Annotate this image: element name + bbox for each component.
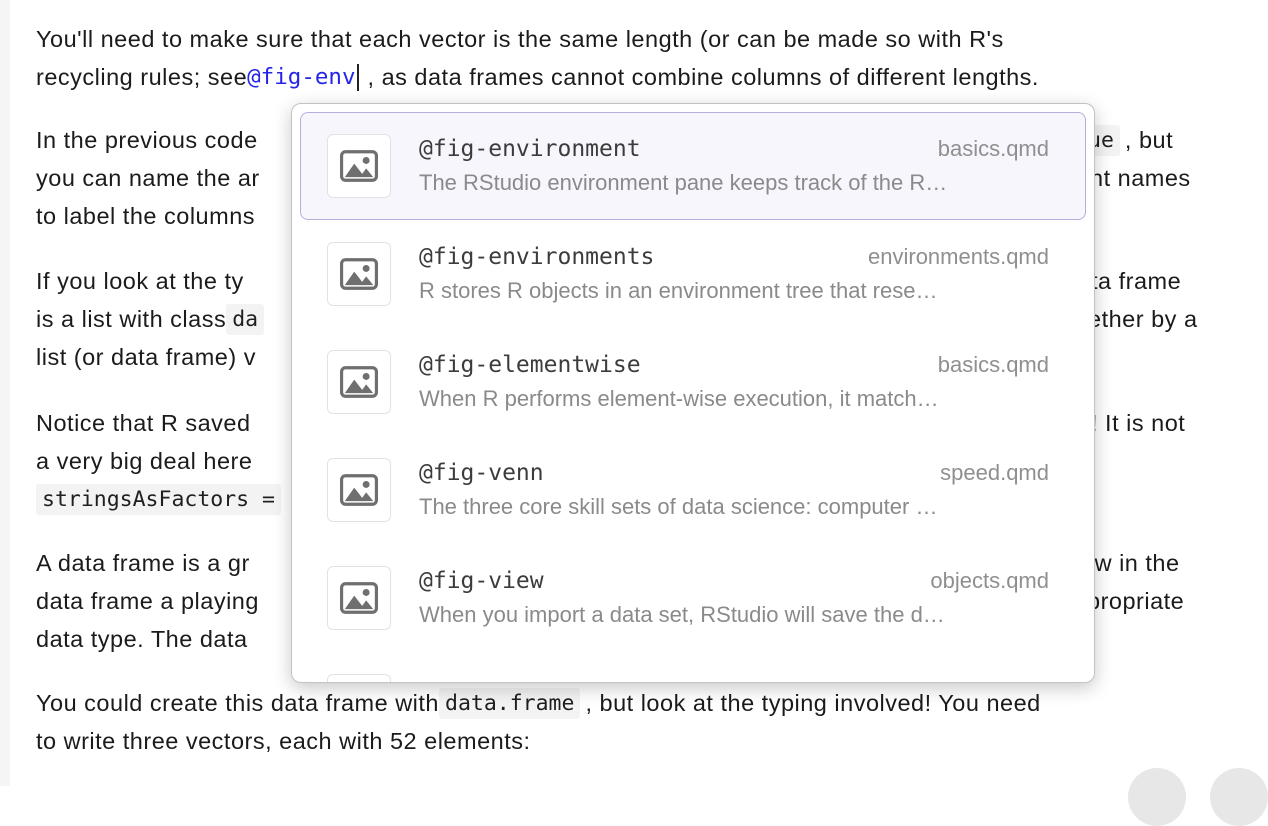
- image-icon: [327, 242, 391, 306]
- source-file-name: basics.qmd: [937, 136, 1049, 161]
- doc-line: data frame a playing: [36, 587, 259, 614]
- doc-text: , as data frames cannot combine columns …: [367, 63, 1039, 90]
- inline-code: data.frame: [439, 687, 581, 719]
- doc-line: is a list with class da: [36, 302, 265, 336]
- image-icon: [327, 350, 391, 414]
- doc-line: to write three vectors, each with 52 ele…: [36, 727, 531, 754]
- crossref-caption: The RStudio environment pane keeps track…: [419, 170, 948, 195]
- doc-line: to label the columns: [36, 202, 256, 229]
- crossref-caption: When you import a data set, RStudio will…: [419, 602, 945, 627]
- source-file-name: speed.qmd: [940, 460, 1049, 485]
- doc-line: a very big deal here: [36, 447, 253, 474]
- editor-left-gutter: [0, 0, 10, 786]
- source-file-name: basics.qmd: [937, 352, 1049, 377]
- doc-fragment: ue, but: [1082, 123, 1173, 157]
- crossref-token: @fig-env: [247, 64, 356, 90]
- autocomplete-item-main: @fig-environments environments.qmd R store…: [419, 244, 1049, 304]
- doc-line: You could create this data frame with da…: [36, 686, 1041, 720]
- doc-line: you can name the ar: [36, 164, 260, 191]
- doc-line: stringsAsFactors =: [36, 482, 281, 516]
- doc-text: You could create this data frame with: [36, 689, 439, 716]
- crossref-label: @fig-environment: [419, 136, 641, 162]
- fab-button-left[interactable]: [1128, 768, 1186, 826]
- crossref-label: @fig-elementwise: [419, 352, 641, 378]
- doc-line: Notice that R saved: [36, 409, 251, 436]
- image-icon: [327, 674, 391, 682]
- doc-fragment: ta frame: [1091, 267, 1182, 294]
- doc-line: recycling rules; see @fig-env , as data f…: [36, 60, 1039, 94]
- doc-text: , but look at the typing involved! You n…: [585, 689, 1041, 716]
- doc-fragment: ow in the: [1081, 549, 1180, 576]
- doc-fragment: ether by a: [1088, 305, 1198, 332]
- doc-text: is a list with class: [36, 305, 227, 332]
- autocomplete-item[interactable]: [300, 652, 1086, 682]
- crossref-caption: R stores R objects in an environment tre…: [419, 278, 938, 303]
- doc-line: A data frame is a gr: [36, 549, 250, 576]
- crossref-caption: When R performs element-wise execution, …: [419, 386, 939, 411]
- source-file-name: environments.qmd: [868, 244, 1049, 269]
- crossref-label: @fig-venn: [419, 460, 544, 486]
- doc-line: data type. The data: [36, 625, 248, 652]
- inline-code: stringsAsFactors =: [36, 483, 281, 515]
- doc-line: You'll need to make sure that each vecto…: [36, 25, 1004, 52]
- crossref-label: @fig-view: [419, 568, 544, 594]
- doc-line: list (or data frame) v: [36, 343, 256, 370]
- fab-button-right[interactable]: [1210, 768, 1268, 826]
- doc-line: If you look at the ty: [36, 267, 244, 294]
- crossref-caption: The three core skill sets of data scienc…: [419, 494, 938, 519]
- doc-fragment: nt names: [1090, 164, 1191, 191]
- doc-fragment: propriate: [1087, 587, 1185, 614]
- doc-fragment: ! It is not: [1091, 409, 1186, 436]
- doc-text: recycling rules; see: [36, 63, 248, 90]
- crossref-label: @fig-environments: [419, 244, 655, 270]
- image-icon: [327, 134, 391, 198]
- inline-code: da: [226, 303, 265, 335]
- text-cursor: [356, 63, 359, 91]
- image-icon: [327, 566, 391, 630]
- image-icon: [327, 458, 391, 522]
- autocomplete-item[interactable]: @fig-environments environments.qmd R store…: [300, 220, 1086, 328]
- source-file-name: objects.qmd: [930, 568, 1049, 593]
- doc-line: In the previous code: [36, 126, 258, 153]
